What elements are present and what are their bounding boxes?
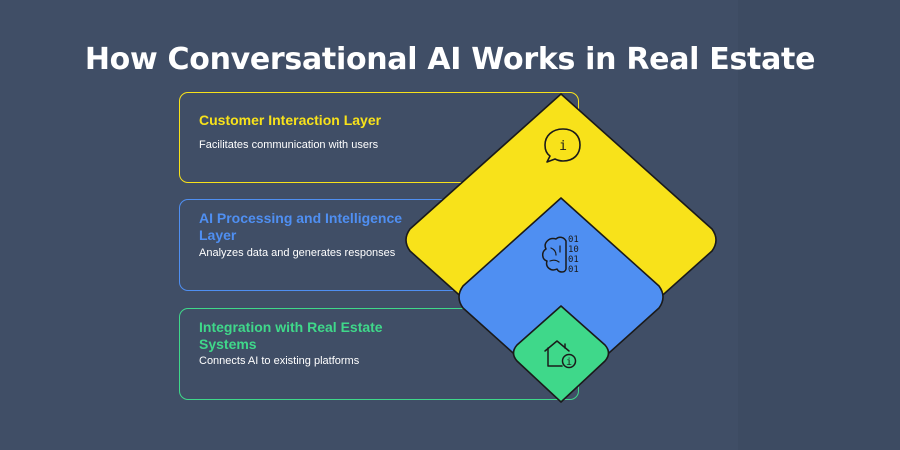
layer-description: Facilitates communication with users [199, 139, 379, 151]
svg-text:i: i [559, 139, 567, 154]
layer-title: Integration with Real Estate Systems [199, 319, 383, 352]
background-shade [738, 0, 900, 450]
layer-description: Connects AI to existing platforms [199, 355, 360, 367]
house-info-icon: i [544, 340, 577, 369]
layer-description: Analyzes data and generates responses [199, 247, 396, 259]
svg-text:01: 01 [568, 235, 579, 245]
svg-text:01: 01 [568, 255, 579, 265]
diamond-integration [512, 305, 610, 403]
layer-card-customer-interaction: Customer Interaction Layer Facilitates c… [179, 92, 579, 183]
brain-binary-icon: 01 10 01 01 [542, 235, 579, 275]
svg-text:10: 10 [568, 245, 579, 255]
speech-bubble-info-icon: i [544, 128, 581, 163]
layer-title: Customer Interaction Layer [199, 112, 382, 128]
svg-text:01: 01 [568, 265, 579, 275]
layer-title: AI Processing and Intelligence Layer [199, 210, 403, 243]
page-title: How Conversational AI Works in Real Esta… [84, 42, 816, 78]
svg-text:i: i [566, 357, 572, 368]
